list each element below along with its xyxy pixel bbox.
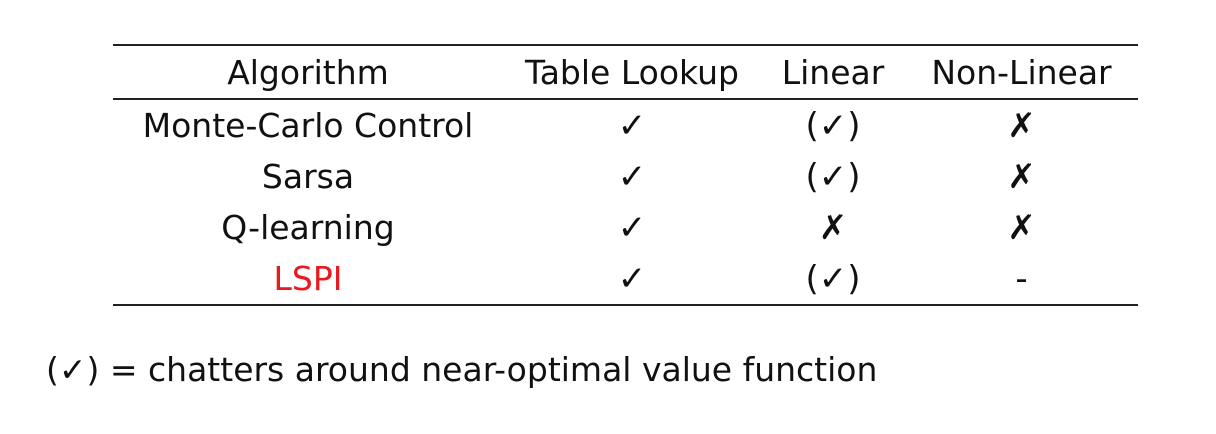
cell-table-lookup: ✓	[617, 258, 647, 299]
cell-non-linear: ✗	[1007, 156, 1036, 197]
header-table-lookup: Table Lookup	[525, 52, 739, 92]
table-row: Q-learning ✓ ✗ ✗	[113, 202, 1138, 253]
cell-linear: (✓)	[805, 105, 861, 146]
table-row: Sarsa ✓ (✓) ✗	[113, 151, 1138, 202]
cell-non-linear: -	[1015, 258, 1028, 299]
cell-non-linear: ✗	[1007, 105, 1036, 146]
header-row: Algorithm Table Lookup Linear Non-Linear	[113, 45, 1138, 99]
header-algorithm: Algorithm	[227, 52, 389, 92]
table-row: Monte-Carlo Control ✓ (✓) ✗	[113, 99, 1138, 151]
cell-table-lookup: ✓	[617, 207, 647, 248]
cell-linear: (✓)	[805, 258, 861, 299]
cell-algorithm: Monte-Carlo Control	[142, 106, 474, 145]
header-non-linear: Non-Linear	[931, 52, 1112, 92]
comparison-table-container: Algorithm Table Lookup Linear Non-Linear…	[113, 44, 1138, 306]
cell-linear: ✗	[818, 207, 848, 248]
cell-table-lookup: ✓	[617, 156, 647, 197]
cell-linear: (✓)	[805, 156, 861, 197]
cell-algorithm: Q-learning	[221, 208, 395, 247]
cell-non-linear: ✗	[1007, 207, 1036, 248]
footnote: (✓) = chatters around near-optimal value…	[46, 350, 878, 389]
cell-table-lookup: ✓	[617, 105, 647, 146]
algorithm-comparison-table: Algorithm Table Lookup Linear Non-Linear…	[113, 44, 1138, 306]
cell-algorithm: Sarsa	[261, 157, 355, 196]
table-row: LSPI ✓ (✓) -	[113, 253, 1138, 305]
cell-algorithm-highlighted: LSPI	[273, 259, 343, 298]
header-linear: Linear	[781, 52, 885, 92]
